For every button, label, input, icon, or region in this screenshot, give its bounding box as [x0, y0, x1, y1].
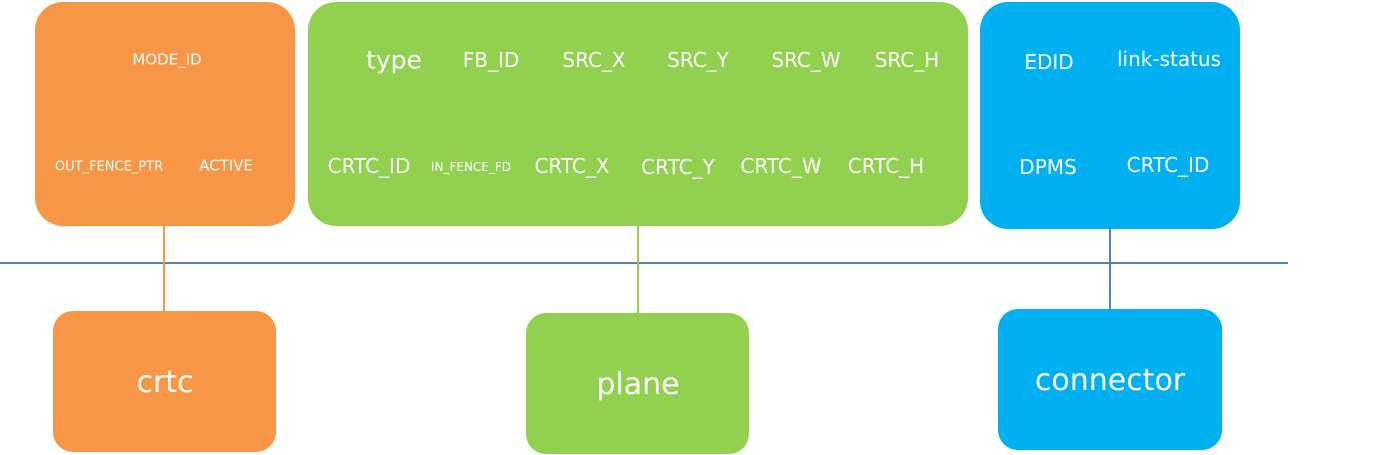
plane-prop-crtc-w: CRTC_W	[740, 154, 822, 178]
plane-prop-src-x: SRC_X	[562, 48, 626, 72]
plane-prop-in-fence-fd: IN_FENCE_FD	[430, 160, 512, 174]
connector-prop-crtc-id: CRTC_ID	[1126, 153, 1210, 177]
plane-properties-box: type FB_ID SRC_X SRC_Y SRC_W SRC_H CRTC_…	[308, 2, 968, 226]
connector-link-line	[1109, 227, 1111, 310]
crtc-prop-active: ACTIVE	[199, 156, 253, 175]
crtc-prop-out-fence-ptr: OUT_FENCE_PTR	[54, 159, 164, 175]
crtc-object-label: crtc	[136, 365, 194, 400]
plane-object-box: plane	[526, 313, 749, 454]
connector-object-label: connector	[1034, 363, 1186, 398]
plane-prop-crtc-x: CRTC_X	[534, 154, 610, 178]
connector-properties-box: EDID link-status DPMS CRTC_ID	[980, 2, 1240, 229]
connector-prop-dpms: DPMS	[1019, 155, 1077, 179]
plane-prop-crtc-h: CRTC_H	[847, 154, 925, 178]
crtc-object-box: crtc	[53, 311, 276, 452]
connector-object-box: connector	[998, 309, 1222, 450]
plane-prop-crtc-y: CRTC_Y	[641, 155, 715, 179]
plane-prop-src-y: SRC_Y	[667, 48, 729, 72]
plane-link-line	[637, 224, 639, 314]
plane-prop-src-w: SRC_W	[771, 48, 841, 72]
plane-prop-crtc-id: CRTC_ID	[327, 154, 411, 178]
crtc-prop-mode-id: MODE_ID	[132, 50, 202, 69]
connector-prop-link-status: link-status	[1116, 47, 1222, 71]
connector-prop-edid: EDID	[1024, 50, 1074, 74]
plane-prop-fb-id: FB_ID	[462, 48, 520, 72]
plane-prop-type: type	[366, 45, 422, 75]
crtc-link-line	[163, 224, 165, 312]
plane-prop-src-h: SRC_H	[874, 48, 940, 72]
plane-object-label: plane	[596, 367, 680, 402]
bus-line	[0, 262, 1288, 264]
crtc-properties-box: MODE_ID OUT_FENCE_PTR ACTIVE	[35, 2, 295, 226]
